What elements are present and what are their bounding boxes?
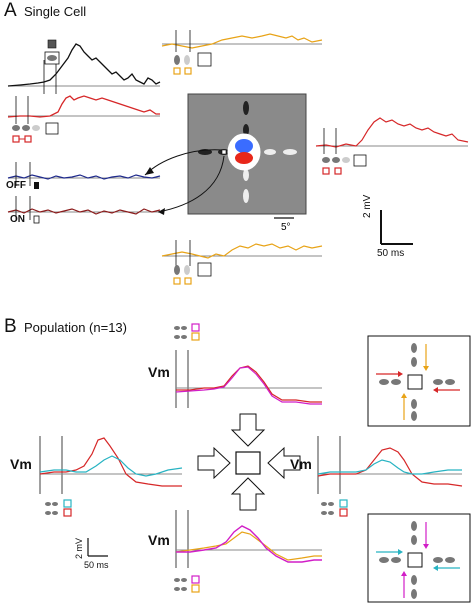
panel-b-title: Population (n=13) [24,320,127,335]
scalebar-a [380,210,413,245]
on-square-icon [33,215,40,224]
trace-red-right [315,117,469,154]
panel-a-title: Single Cell [24,4,87,19]
scalebar-a-hlabel: 50 ms [377,248,405,259]
scalebar-a-vlabel: 2 mV [362,194,373,218]
pop-plot-top [175,350,322,408]
bar-pair-icon-pop-top [174,323,200,341]
scalebar-b-hlabel: 50 ms [84,560,109,570]
inset-box-bottom [367,513,471,603]
vm-label-left: Vm [10,456,32,472]
vm-label-top: Vm [148,364,170,380]
inset-box-top [367,335,471,427]
scalebar-b-vlabel: 2 mV [74,537,84,559]
arrow-to-on [157,155,225,213]
off-label: OFF [6,180,26,191]
trace-single-square [7,43,161,94]
vm-label-bottom: Vm [148,532,170,548]
bar-pair-icon-pop-right [321,499,348,517]
pop-plot-right [317,436,463,494]
bar-pair-icon-pop-left [45,499,72,517]
pop-plot-left [39,436,183,494]
square-stimulus-icon [44,39,60,65]
panel-b-letter: B [4,316,17,337]
on-label: ON [10,214,25,225]
rf-scale-label: 5° [281,222,291,233]
bar-pair-icon-top-orange [173,52,212,75]
bar-pair-icon-pop-bottom [174,575,200,593]
off-square-icon [34,182,39,189]
trace-orange-bottom [161,240,323,266]
trace-on-darkred [7,196,161,220]
panel-a-letter: A [4,0,17,21]
bar-pair-icon-right-red [322,154,367,175]
bar-pair-icon-left-red [12,122,59,143]
trace-red-left [7,95,160,124]
vm-label-right: Vm [290,456,312,472]
center-arrow-schematic [197,413,301,511]
trace-orange-top [161,30,323,52]
pop-plot-bottom [175,510,322,568]
bar-pair-icon-bottom-orange [173,262,212,285]
trace-off-blue [7,162,161,186]
rf-map [187,93,307,219]
scalebar-b [87,538,108,557]
